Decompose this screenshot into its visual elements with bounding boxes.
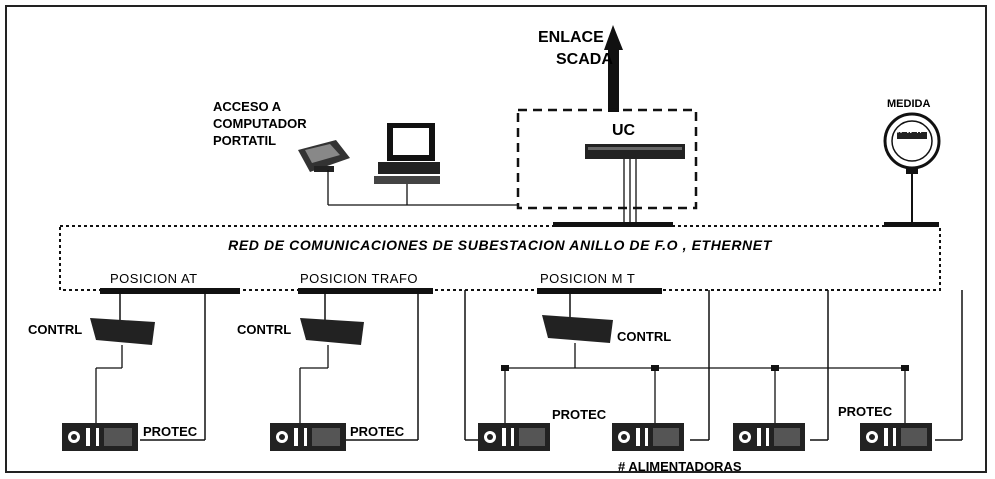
laptop-access-line3: PORTATIL	[213, 133, 277, 148]
ethernet-ring-bus	[59, 225, 941, 291]
position-mt-label: POSICION M T	[540, 271, 636, 286]
scada-uplink-arrow	[604, 25, 623, 112]
control-device-at	[90, 318, 155, 425]
uc-bus-link	[623, 159, 637, 226]
bus-drops	[119, 290, 963, 440]
protection-relay-mt-3	[733, 423, 805, 451]
bus-title: RED DE COMUNICACIONES DE SUBESTACION ANI…	[228, 237, 772, 253]
laptop-access-line1: ACCESO A	[213, 99, 282, 114]
control-label-at: CONTRL	[28, 322, 83, 337]
protection-relay-trafo	[270, 423, 346, 451]
meter-icon	[883, 112, 941, 224]
control-label-mt: CONTRL	[617, 329, 672, 344]
control-device-mt	[501, 315, 909, 425]
scada-label-line1: ENLACE	[538, 29, 604, 46]
scada-label-line2: SCADA	[556, 51, 613, 68]
protection-label-mt-1: PROTEC	[552, 407, 607, 422]
meter-label: MEDIDA	[887, 98, 931, 110]
uc-label: UC	[612, 122, 636, 139]
laptop-access-line2: COMPUTADOR	[213, 116, 307, 131]
protection-relay-mt-4	[860, 423, 932, 451]
uc-device	[585, 144, 685, 159]
diagram-frame	[5, 5, 987, 473]
protection-relay-at	[62, 423, 138, 451]
uc-dashed-box	[516, 108, 698, 210]
feeders-label: # ALIMENTADORAS	[618, 459, 742, 474]
protection-label-at: PROTEC	[143, 424, 198, 439]
control-device-trafo	[299, 318, 364, 425]
protection-label-trafo: PROTEC	[350, 424, 405, 439]
laptop-access-icon	[298, 140, 350, 205]
position-bus-segments	[100, 288, 662, 294]
protection-label-mt-2: PROTEC	[838, 404, 893, 419]
protection-relay-mt-1	[478, 423, 550, 451]
position-at-label: POSICION AT	[110, 271, 198, 286]
protection-relay-mt-2	[612, 423, 684, 451]
position-trafo-label: POSICION TRAFO	[300, 271, 418, 286]
desktop-computer-icon	[374, 123, 440, 205]
control-label-trafo: CONTRL	[237, 322, 292, 337]
meter-face-text: K W H	[897, 128, 923, 135]
